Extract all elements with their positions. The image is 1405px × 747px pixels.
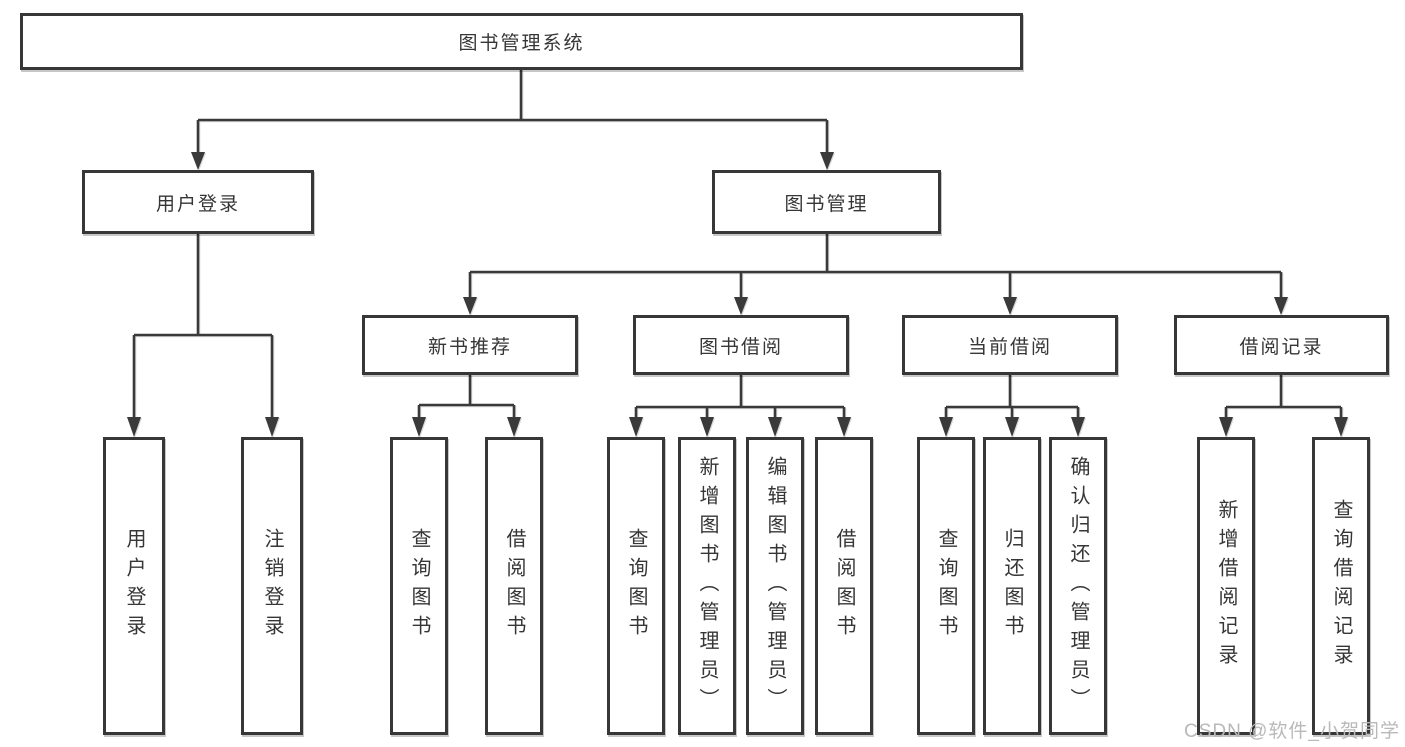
connector-newbook-to-leaves bbox=[412, 375, 521, 437]
arrow-down-icon bbox=[412, 417, 426, 437]
arrow-down-icon bbox=[1219, 417, 1233, 437]
leaf-query-books-1: 查询图书 bbox=[390, 437, 448, 735]
arrow-down-icon bbox=[127, 417, 141, 437]
arrow-down-icon bbox=[820, 152, 834, 170]
arrow-down-icon bbox=[1003, 297, 1017, 315]
arrow-down-icon bbox=[1005, 417, 1019, 437]
leaf-return-books: 归还图书 bbox=[983, 437, 1041, 735]
leaf-add-books-admin: 新增图书（管理员） bbox=[678, 437, 736, 735]
node-user-login: 用户登录 bbox=[82, 170, 314, 234]
connector-root-to-level2 bbox=[191, 70, 834, 170]
leaf-borrow-books-1: 借阅图书 bbox=[485, 437, 543, 735]
connector-login-to-leaves bbox=[127, 234, 279, 437]
node-new-book-recommend: 新书推荐 bbox=[362, 315, 578, 375]
arrow-down-icon bbox=[1071, 417, 1085, 437]
arrow-down-icon bbox=[700, 417, 714, 437]
node-book-borrow: 图书借阅 bbox=[633, 315, 849, 375]
arrow-down-icon bbox=[768, 417, 782, 437]
connector-management-to-level3 bbox=[463, 234, 1288, 315]
connector-current-to-leaves bbox=[939, 375, 1085, 437]
arrow-down-icon bbox=[1334, 417, 1348, 437]
arrow-down-icon bbox=[734, 297, 748, 315]
arrow-down-icon bbox=[265, 417, 279, 437]
node-library-management-system: 图书管理系统 bbox=[20, 13, 1023, 70]
node-book-management: 图书管理 bbox=[712, 170, 941, 234]
connector-borrow-to-leaves bbox=[629, 375, 851, 437]
leaf-query-books-2: 查询图书 bbox=[607, 437, 665, 735]
leaf-add-borrow-record: 新增借阅记录 bbox=[1197, 437, 1255, 735]
arrow-down-icon bbox=[837, 417, 851, 437]
arrow-down-icon bbox=[629, 417, 643, 437]
csdn-watermark: CSDN @软件_小贺同学 bbox=[1184, 721, 1400, 742]
connector-records-to-leaves bbox=[1219, 375, 1348, 437]
node-current-borrow: 当前借阅 bbox=[902, 315, 1118, 375]
arrow-down-icon bbox=[463, 297, 477, 315]
leaf-confirm-return-admin: 确认归还（管理员） bbox=[1049, 437, 1107, 735]
arrow-down-icon bbox=[507, 417, 521, 437]
leaf-logout: 注销登录 bbox=[241, 437, 303, 735]
leaf-edit-books-admin: 编辑图书（管理员） bbox=[746, 437, 804, 735]
node-borrow-records: 借阅记录 bbox=[1174, 315, 1389, 375]
leaf-query-books-3: 查询图书 bbox=[917, 437, 975, 735]
arrow-down-icon bbox=[191, 152, 205, 170]
leaf-borrow-books-2: 借阅图书 bbox=[815, 437, 873, 735]
leaf-query-borrow-record: 查询借阅记录 bbox=[1312, 437, 1370, 735]
leaf-user-login: 用户登录 bbox=[103, 437, 165, 735]
arrow-down-icon bbox=[1274, 297, 1288, 315]
arrow-down-icon bbox=[939, 417, 953, 437]
